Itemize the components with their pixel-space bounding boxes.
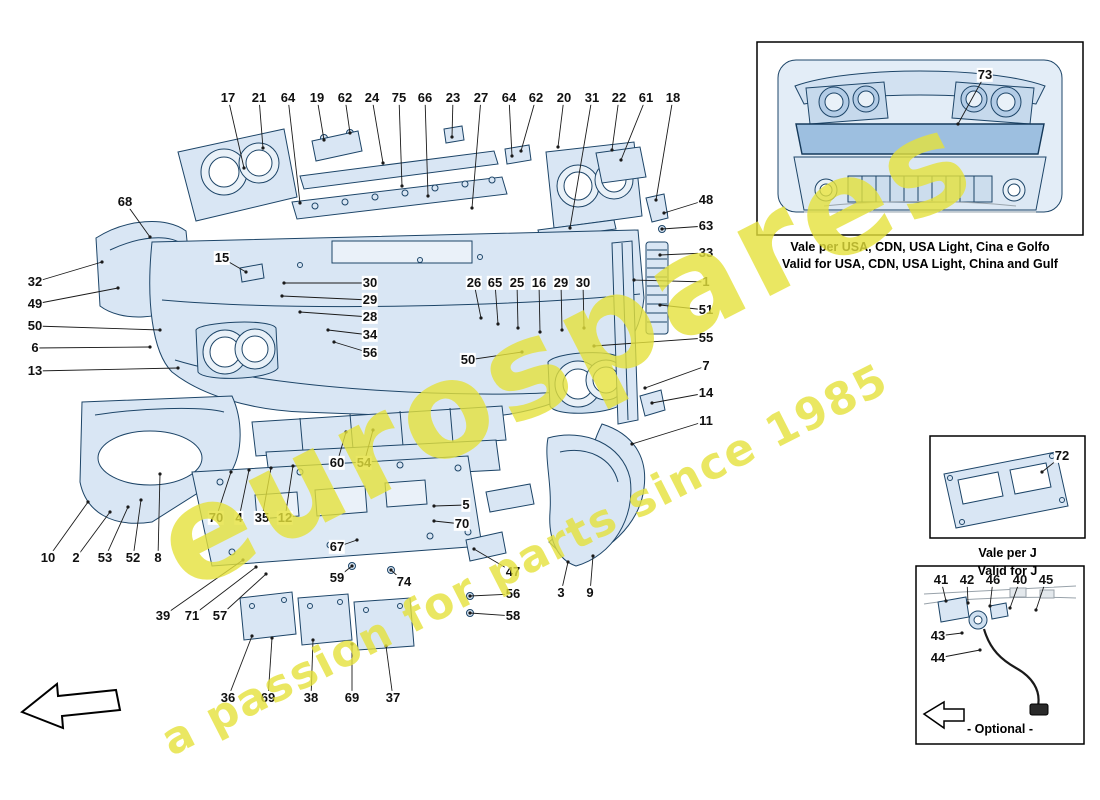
inset-optional-parts: [915, 565, 1085, 745]
floor-brackets: [465, 483, 535, 562]
exhaust-trim-right: [547, 352, 627, 414]
japan-caption-english: Valid for J: [977, 564, 1038, 578]
usa-caption-english: Valid for USA, CDN, USA Light, China and…: [782, 257, 1058, 271]
access-plates: [239, 591, 415, 651]
exhaust-trim-left: [195, 321, 279, 379]
japan-caption-italian: Vale per J: [978, 546, 1037, 560]
optional-caption: - Optional -: [967, 722, 1033, 736]
rear-corner-panel-right: [546, 389, 666, 567]
direction-arrow-icon: [20, 682, 122, 730]
usa-caption-italian: Vale per USA, CDN, USA Light, Cina e Gol…: [790, 240, 1050, 254]
side-pillar-right: [611, 240, 669, 425]
optional-direction-arrow-icon: [922, 700, 965, 730]
inset-japan-plate: [929, 435, 1086, 539]
taillight-panel-left: [177, 128, 298, 222]
floor-panel: [191, 455, 483, 567]
bumper-reinforcement-beams: [291, 125, 669, 240]
